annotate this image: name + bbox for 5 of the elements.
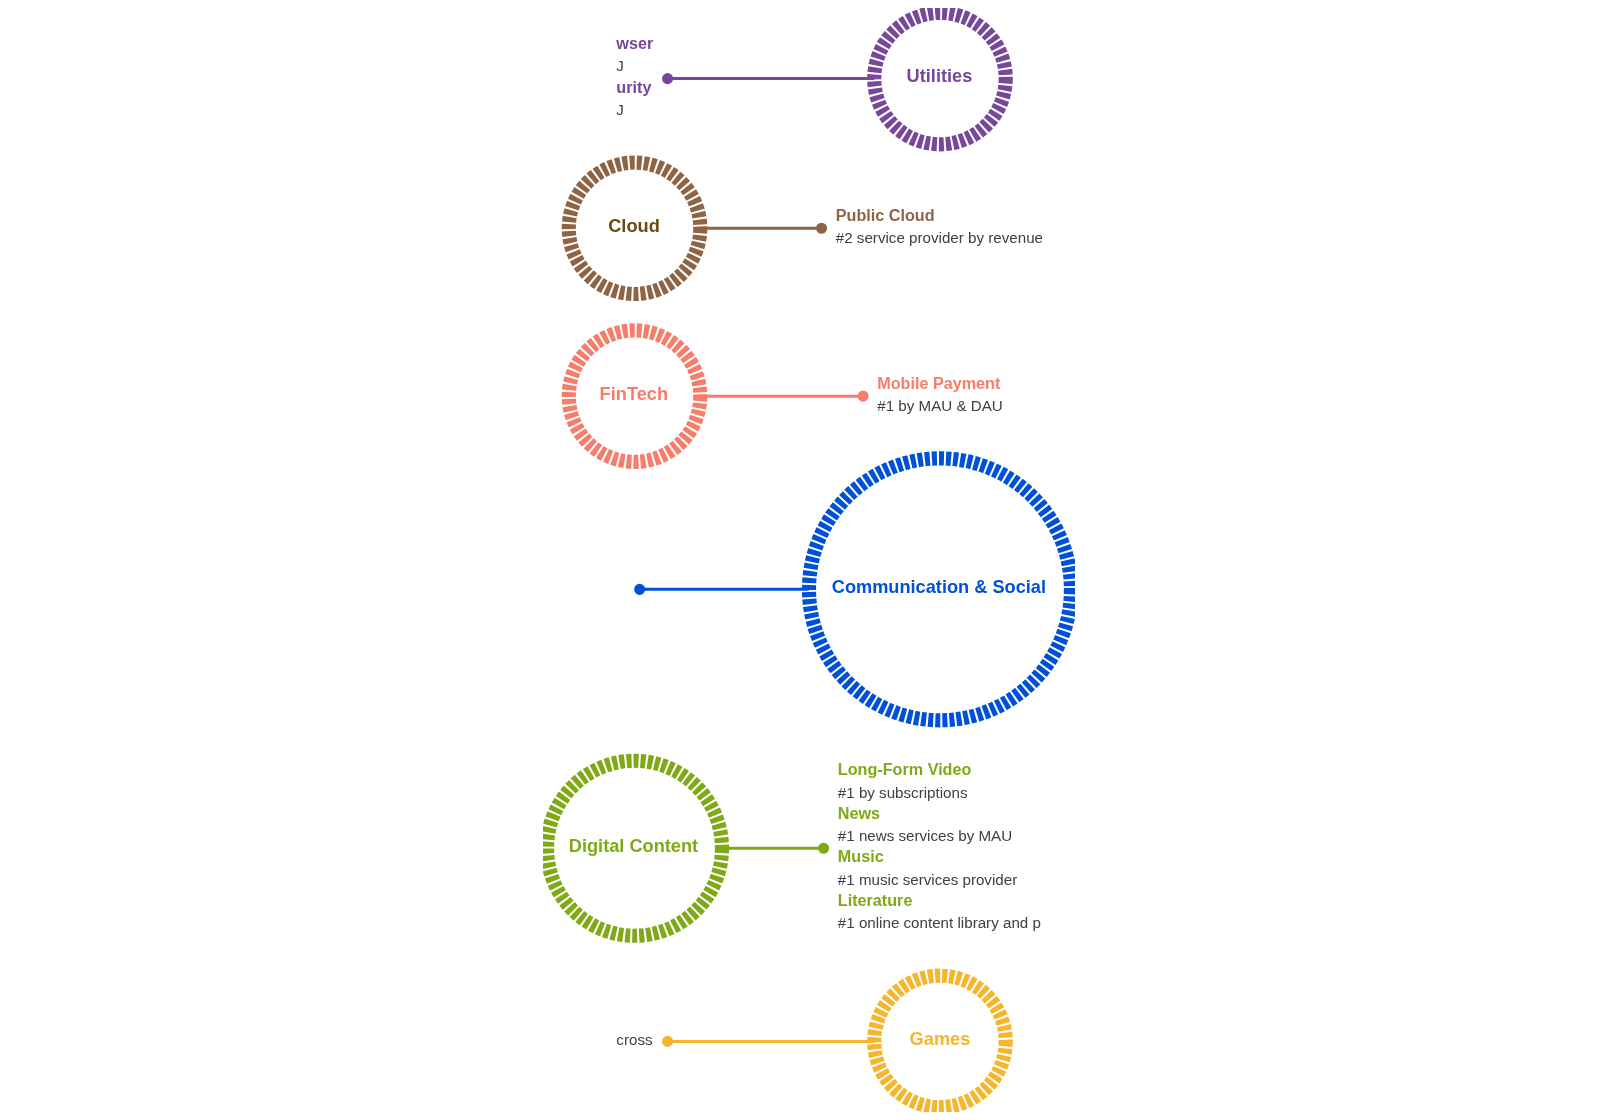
node-text: Mobile Payment #1 by MAU & DAU: [876, 373, 1003, 415]
node-text: wser J urity J: [615, 34, 653, 118]
node-text: Long-Form Video #1 by subscriptions News #1 news services by MAU Music #1 music services provider Literature #1 online content library and p: [837, 760, 1041, 932]
node-text: cross: [615, 1031, 653, 1049]
node-text: Public Cloud #2 service provider by revenue: [835, 205, 1043, 247]
